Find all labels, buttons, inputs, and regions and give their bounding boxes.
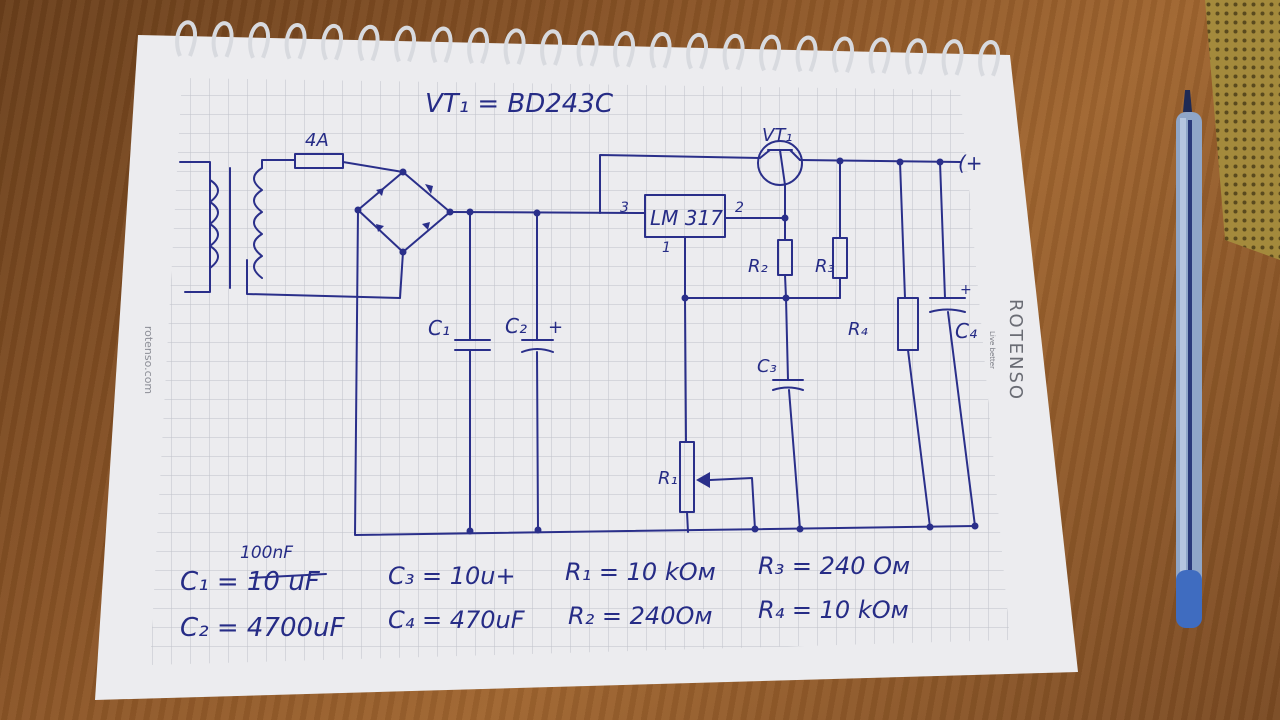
c3-value: C₃ = 10u+: [388, 562, 516, 590]
transistor-title: VT₁ = BD243C: [425, 89, 614, 119]
spiral-ring: [540, 29, 563, 66]
bridge-rectifier: [354, 168, 454, 256]
brand-vertical-text: rotenso.com: [142, 326, 155, 394]
r4-value: R₄ = 10 kOм: [758, 596, 909, 624]
spiral-ring: [175, 20, 198, 57]
c3-label: C₃: [757, 356, 777, 377]
spiral-ring: [503, 28, 526, 65]
component-values: 100nF C₁ = 10 uF C₂ = 4700uF C₃ = 10u+ C…: [180, 543, 910, 643]
transformer-symbol: [179, 161, 263, 293]
brand-logo: ROTENSO: [1005, 299, 1026, 401]
c1-correction: 100nF: [240, 543, 293, 563]
spiral-ring: [430, 26, 453, 64]
vt1-label: VT₁: [762, 125, 793, 146]
c2-plus: +: [548, 317, 563, 338]
lm317-label: LM 317: [650, 206, 723, 230]
spiral-ring: [941, 39, 964, 76]
spiral-binding: [175, 20, 1001, 77]
pcb-board: [1205, 0, 1280, 260]
output-plus-label: (+: [958, 151, 983, 175]
r1-label: R₁: [658, 468, 678, 489]
spiral-ring: [576, 30, 599, 67]
spiral-ring: [321, 23, 344, 61]
pin2-label: 2: [735, 200, 744, 216]
spiral-ring: [978, 40, 1001, 77]
grid-area: [150, 78, 1010, 665]
fuse-label: 4A: [305, 130, 329, 151]
c2-label: C₂: [505, 314, 527, 338]
r3-label: R₃: [815, 256, 835, 277]
spiral-ring: [467, 27, 490, 65]
spiral-ring: [211, 21, 234, 58]
r2-label: R₂: [748, 256, 768, 277]
spiral-ring: [686, 32, 709, 70]
spiral-ring: [868, 37, 891, 74]
c4-label: C₄: [955, 319, 977, 343]
pin1-label: 1: [662, 240, 671, 256]
r4-label: R₄: [848, 319, 869, 340]
spiral-ring: [649, 32, 672, 69]
spiral-ring: [759, 34, 782, 72]
c4-plus: +: [960, 282, 972, 298]
c1-label: C₁: [428, 316, 450, 340]
spiral-ring: [394, 25, 417, 63]
r3-value: R₃ = 240 Oм: [758, 552, 910, 580]
c2-value: C₂ = 4700uF: [180, 613, 346, 643]
schematic: 4A C₁ C₂ +: [179, 125, 983, 536]
spiral-ring: [248, 22, 271, 59]
c1-value: C₁ = 10 uF: [180, 567, 321, 597]
spiral-ring: [357, 24, 380, 62]
spiral-ring: [795, 35, 818, 73]
spiral-ring: [284, 23, 307, 60]
vt1-transistor: [757, 140, 803, 219]
spiral-ring: [722, 33, 745, 71]
brand-tagline: Live better: [988, 331, 996, 369]
r2-value: R₂ = 240Oм: [568, 602, 712, 630]
spiral-ring: [905, 38, 928, 75]
spiral-ring: [832, 36, 855, 74]
c4-value: C₄ = 470uF: [388, 606, 526, 634]
r1-value: R₁ = 10 kOм: [565, 558, 716, 586]
pin3-label: 3: [620, 200, 629, 216]
spiral-ring: [613, 31, 636, 68]
pen: [1176, 90, 1202, 628]
